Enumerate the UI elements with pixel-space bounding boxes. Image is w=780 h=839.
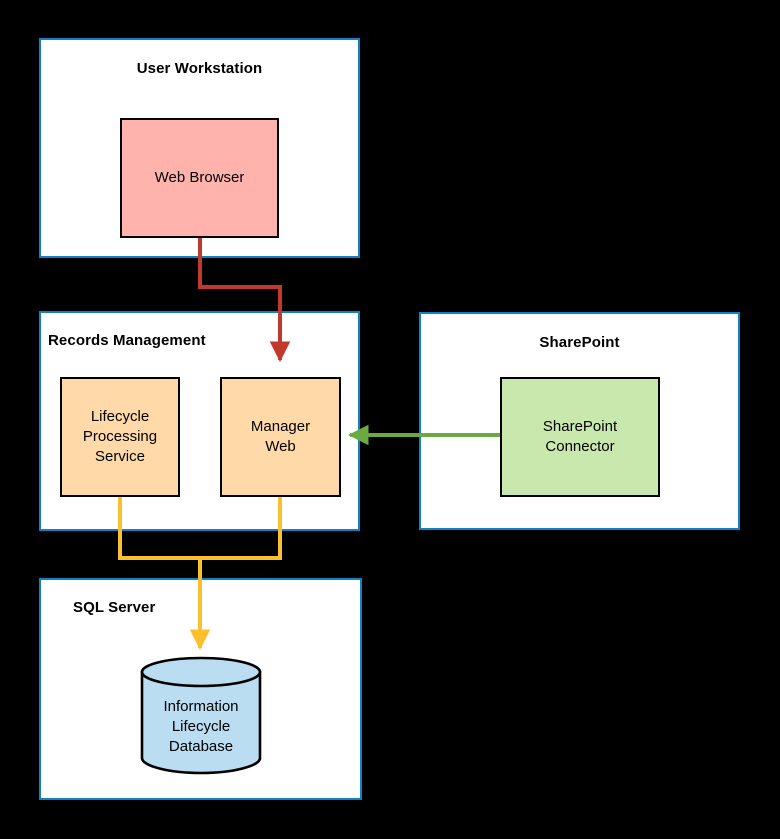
container-title-user-workstation: User Workstation xyxy=(136,60,263,77)
node-label-sharepoint-connector: SharePoint Connector xyxy=(542,418,618,455)
edge-lifecycle-service-to-database xyxy=(118,497,211,651)
cylinder-body xyxy=(140,670,262,775)
container-title-sharepoint: SharePoint xyxy=(539,334,620,351)
cylinder-top-cap xyxy=(140,656,262,688)
node-label-manager-web: Manager Web xyxy=(250,418,311,455)
node-information-lifecycle-database[interactable] xyxy=(140,655,262,775)
node-manager-web[interactable]: Manager Web xyxy=(220,377,341,497)
node-web-browser[interactable]: Web Browser xyxy=(120,118,279,238)
node-lifecycle-processing-service[interactable]: Lifecycle Processing Service xyxy=(60,377,180,497)
edge-manager-web-to-database xyxy=(202,497,282,560)
node-sharepoint-connector[interactable]: SharePoint Connector xyxy=(500,377,660,497)
edge-browser-to-manager-web xyxy=(198,238,291,363)
node-label-lifecycle-processing-service: Lifecycle Processing Service xyxy=(82,408,158,465)
node-label-web-browser: Web Browser xyxy=(154,169,245,187)
container-title-sql-server: SQL Server xyxy=(73,599,156,616)
container-title-records-management: Records Management xyxy=(48,332,206,349)
